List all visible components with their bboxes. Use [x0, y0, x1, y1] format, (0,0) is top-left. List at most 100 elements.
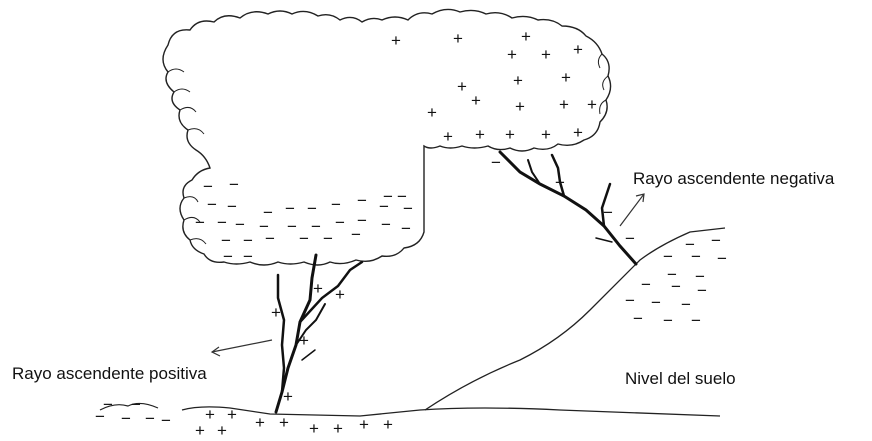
minus-charge: −: [195, 213, 205, 232]
plus-charge: +: [505, 125, 515, 144]
minus-charge: −: [227, 197, 237, 216]
minus-charge: −: [697, 281, 707, 300]
plus-charge: +: [471, 91, 481, 110]
plus-charge: +: [299, 331, 309, 350]
minus-charge: −: [145, 409, 155, 428]
positive-arrow: [210, 339, 273, 357]
plus-charge: +: [255, 413, 265, 432]
ground-left-stub: [99, 402, 159, 411]
minus-charge: −: [323, 229, 333, 248]
plus-charge: +: [195, 421, 205, 440]
minus-charge: −: [223, 247, 233, 266]
minus-charge: −: [217, 213, 227, 232]
minus-charge: −: [207, 195, 217, 214]
positive-charges: ++++++++++++++++++++++++++++++++++: [195, 27, 597, 440]
minus-charge: −: [285, 199, 295, 218]
negative-charges: −−−−−−−−−−−−−−−−−−−−−−−−−−−−−−−−−−−−−−−−…: [95, 153, 727, 430]
minus-charge: −: [95, 407, 105, 426]
minus-charge: −: [265, 229, 275, 248]
minus-charge: −: [357, 211, 367, 230]
negative-arrow: [619, 193, 645, 227]
plus-charge: +: [573, 40, 583, 59]
plus-charge: +: [333, 419, 343, 438]
minus-charge: −: [603, 203, 613, 222]
negative-lightning-channel: [498, 150, 638, 266]
plus-charge: +: [313, 279, 323, 298]
plus-charge: +: [427, 103, 437, 122]
minus-charge: −: [717, 249, 727, 268]
minus-charge: −: [681, 295, 691, 314]
label-negative-upward-lightning: Rayo ascendente negativa: [633, 169, 835, 188]
minus-charge: −: [235, 215, 245, 234]
minus-charge: −: [685, 235, 695, 254]
plus-charge: +: [391, 31, 401, 50]
plus-charge: +: [227, 405, 237, 424]
plus-charge: +: [475, 125, 485, 144]
minus-charge: −: [131, 395, 141, 414]
plus-charge: +: [515, 97, 525, 116]
minus-charge: −: [299, 229, 309, 248]
minus-charge: −: [401, 219, 411, 238]
minus-charge: −: [203, 177, 213, 196]
plus-charge: +: [453, 29, 463, 48]
plus-charge: +: [383, 415, 393, 434]
hill-slope: [424, 227, 726, 411]
minus-charge: −: [161, 411, 171, 430]
label-positive-upward-lightning: Rayo ascendente positiva: [12, 364, 207, 383]
minus-charge: −: [667, 265, 677, 284]
minus-charge: −: [379, 197, 389, 216]
plus-charge: +: [573, 123, 583, 142]
minus-charge: −: [625, 291, 635, 310]
ground-line: [181, 406, 721, 417]
minus-charge: −: [287, 217, 297, 236]
minus-charge: −: [381, 215, 391, 234]
plus-charge: +: [443, 127, 453, 146]
minus-charge: −: [641, 275, 651, 294]
minus-charge: −: [633, 309, 643, 328]
minus-charge: −: [243, 231, 253, 250]
plus-charge: +: [507, 45, 517, 64]
plus-charge: +: [559, 95, 569, 114]
minus-charge: −: [331, 195, 341, 214]
minus-charge: −: [691, 311, 701, 330]
minus-charge: −: [243, 247, 253, 266]
plus-charge: +: [541, 125, 551, 144]
minus-charge: −: [103, 395, 113, 414]
minus-charge: −: [663, 247, 673, 266]
minus-charge: −: [663, 311, 673, 330]
plus-charge: +: [283, 387, 293, 406]
minus-charge: −: [357, 191, 367, 210]
plus-charge: +: [521, 27, 531, 46]
minus-charge: −: [397, 187, 407, 206]
plus-charge: +: [335, 285, 345, 304]
plus-charge: +: [541, 45, 551, 64]
cloud-ruffles: [167, 53, 609, 245]
minus-charge: −: [403, 199, 413, 218]
positive-lightning-channel: [274, 253, 364, 414]
plus-charge: +: [309, 419, 319, 438]
plus-charge: +: [279, 413, 289, 432]
minus-charge: −: [121, 409, 131, 428]
minus-charge: −: [259, 217, 269, 236]
minus-charge: −: [311, 217, 321, 236]
plus-charge: +: [217, 421, 227, 440]
minus-charge: −: [335, 213, 345, 232]
minus-charge: −: [307, 199, 317, 218]
plus-charge: +: [561, 68, 571, 87]
minus-charge: −: [383, 187, 393, 206]
minus-charge: −: [695, 267, 705, 286]
plus-charge: +: [587, 95, 597, 114]
minus-charge: −: [691, 247, 701, 266]
minus-charge: −: [229, 175, 239, 194]
minus-charge: −: [651, 293, 661, 312]
minus-charge: −: [625, 229, 635, 248]
plus-charge: +: [205, 405, 215, 424]
cloud-outline: [162, 8, 612, 266]
minus-charge: −: [555, 173, 565, 192]
label-ground-level: Nivel del suelo: [625, 369, 736, 388]
minus-charge: −: [711, 231, 721, 250]
minus-charge: −: [263, 203, 273, 222]
minus-charge: −: [221, 231, 231, 250]
plus-charge: +: [359, 415, 369, 434]
